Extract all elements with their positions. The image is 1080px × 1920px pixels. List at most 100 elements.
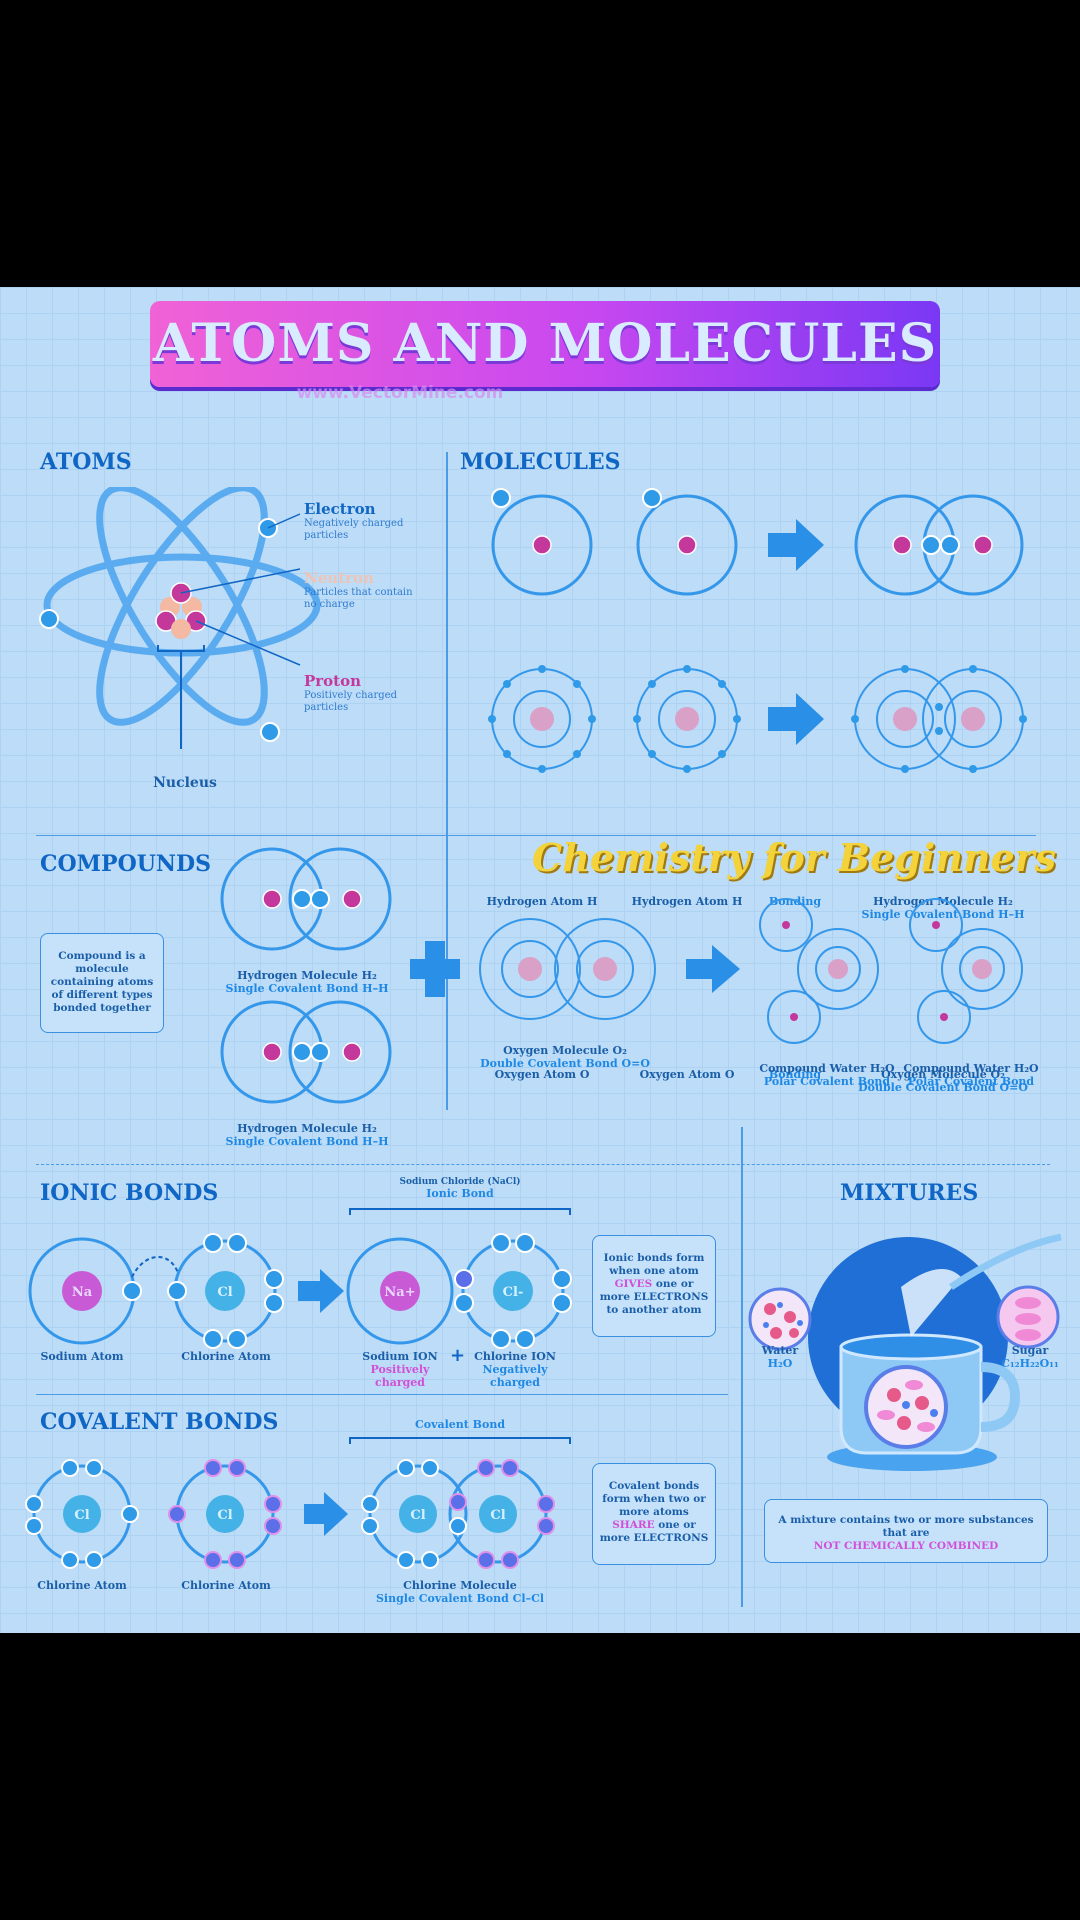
water-1-label: Compound Water H₂O Polar Covalent Bond xyxy=(752,1062,902,1088)
cl-symbol-1: Cl xyxy=(74,1508,89,1523)
water-label: Water H₂O xyxy=(750,1344,810,1370)
compound-definition-box: Compound is a molecule containing atoms … xyxy=(40,933,164,1033)
sodium-ion-symbol: Na+ xyxy=(384,1285,415,1300)
divider-atoms-molecules xyxy=(446,452,448,1110)
h-atom-2-label: Hydrogen Atom H xyxy=(631,895,743,908)
mixture-note-box: A mixture contains two or more substance… xyxy=(764,1499,1048,1563)
nucleus-label: Nucleus xyxy=(153,775,217,791)
mixture-note-pre: A mixture contains two or more substance… xyxy=(778,1514,1034,1539)
divider-ionic-covalent xyxy=(36,1394,728,1395)
chlorine-atom-label: Chlorine Atom xyxy=(181,1350,271,1363)
divider-top-section xyxy=(36,835,1036,836)
sodium-ion-name: Sodium ION xyxy=(362,1350,438,1363)
mixture-note-key: NOT CHEMICALLY COMBINED xyxy=(813,1540,999,1552)
compounds-diagram xyxy=(220,847,1023,1104)
compounds-heading: COMPOUNDS xyxy=(40,851,211,877)
neutron-name: Neutron xyxy=(304,569,374,587)
o-atom-1-label: Oxygen Atom O xyxy=(494,1068,590,1081)
h2-top-name: Hydrogen Molecule H₂ xyxy=(237,969,377,982)
electron-name: Electron xyxy=(304,500,376,518)
h2-bottom-bond: Single Covalent Bond H–H xyxy=(225,1135,389,1148)
o2-compound-label: Oxygen Molecule O₂ Double Covalent Bond … xyxy=(480,1044,650,1070)
electron-label: Electron Negatively charged particles xyxy=(304,500,414,542)
ionic-note: Ionic bonds form when one atom GIVES one… xyxy=(593,1236,715,1317)
sodium-core-icon xyxy=(62,1271,102,1311)
sugar-name: Sugar xyxy=(1011,1344,1049,1357)
neutron-label: Neutron Particles that contain no charge xyxy=(304,569,414,611)
ionic-note-post: one or more ELECTRONS to another atom xyxy=(599,1278,709,1316)
page-title: ATOMS AND MOLECULES xyxy=(152,313,938,374)
chlorine-ion-name: Chlorine ION xyxy=(474,1350,556,1363)
arrow-right-icon xyxy=(686,945,740,993)
covalent-note-box: Covalent bonds form when two or more ato… xyxy=(592,1463,716,1565)
h2-molecule-bond: Single Covalent Bond H–H xyxy=(861,908,1025,921)
chlorine-ion-core-icon xyxy=(493,1271,533,1311)
h2-bottom-label: Hydrogen Molecule H₂ Single Covalent Bon… xyxy=(222,1122,392,1148)
o2-compound-name: Oxygen Molecule O₂ xyxy=(503,1044,627,1057)
o2-molecule-label: Oxygen Molecule O₂ Double Covalent Bond … xyxy=(858,1068,1028,1094)
cl2-molecule-label: Chlorine Molecule Single Covalent Bond C… xyxy=(370,1579,550,1605)
proton-label: Proton Positively charged particles xyxy=(304,672,414,714)
chlorine-ion-label: Chlorine ION Negatively charged xyxy=(460,1350,570,1389)
sugar-label: Sugar C₁₂H₂₂O₁₁ xyxy=(990,1344,1070,1370)
sodium-ion-core-icon xyxy=(380,1271,420,1311)
cl-symbol-4: Cl xyxy=(490,1508,505,1523)
water-2-name: Compound Water H₂O xyxy=(903,1062,1039,1075)
covalent-bond-diagram: Cl Cl Cl Cl xyxy=(25,1437,571,1569)
chlorine-symbol: Cl xyxy=(217,1285,232,1300)
sugar-formula: C₁₂H₂₂O₁₁ xyxy=(1001,1357,1059,1370)
h2-bottom-name: Hydrogen Molecule H₂ xyxy=(237,1122,377,1135)
nucleus-icon xyxy=(155,582,207,639)
covalent-note-post: one or more ELECTRONS xyxy=(599,1519,709,1544)
cl2-molecule-bond: Single Covalent Bond Cl–Cl xyxy=(375,1592,545,1605)
watermark: www.VectorMine.com xyxy=(296,383,504,403)
water-formula: H₂O xyxy=(767,1357,793,1370)
chemistry-tagline: Chemistry for Beginners xyxy=(532,835,1057,880)
h2-top-label: Hydrogen Molecule H₂ Single Covalent Bon… xyxy=(222,969,392,995)
title-banner xyxy=(150,301,940,387)
water-name: Water xyxy=(761,1344,799,1357)
water-1-name: Compound Water H₂O xyxy=(759,1062,895,1075)
arrow-right-icon xyxy=(304,1492,348,1536)
molecules-heading: MOLECULES xyxy=(460,449,621,475)
electron-icon xyxy=(260,722,280,742)
cl-atom-2-label: Chlorine Atom xyxy=(181,1579,271,1592)
h2-molecule-name: Hydrogen Molecule H₂ xyxy=(873,895,1013,908)
nacl-name: Sodium Chloride (NaCl) xyxy=(399,1177,521,1187)
mixtures-heading: MIXTURES xyxy=(840,1180,979,1206)
cl-atom-1-label: Chlorine Atom xyxy=(37,1579,127,1592)
mixture-note: A mixture contains two or more substance… xyxy=(765,1500,1047,1553)
divider-mixtures xyxy=(741,1127,743,1607)
nacl-title: Sodium Chloride (NaCl) Ionic Bond xyxy=(350,1177,570,1200)
covalent-note-key: SHARE xyxy=(612,1519,655,1531)
arrow-right-icon xyxy=(768,693,824,745)
ionic-bond-diagram: Na Cl Na+ Cl- xyxy=(28,1208,572,1349)
water-molecules-icon xyxy=(748,1287,812,1351)
ionic-heading: IONIC BONDS xyxy=(40,1180,219,1206)
ionic-note-key: GIVES xyxy=(614,1278,653,1290)
covalent-bond-title: Covalent Bond xyxy=(414,1418,506,1431)
arrow-right-icon xyxy=(768,519,824,571)
cl2-molecule-name: Chlorine Molecule xyxy=(403,1579,517,1592)
compound-definition: Compound is a molecule containing atoms … xyxy=(50,950,154,1014)
o-atom-2-label: Oxygen Atom O xyxy=(639,1068,735,1081)
chlorine-core-icon xyxy=(205,1271,245,1311)
electron-icon xyxy=(39,609,59,629)
h2-molecule-label: Hydrogen Molecule H₂ Single Covalent Bon… xyxy=(858,895,1028,921)
cl-symbol-2: Cl xyxy=(217,1508,232,1523)
mixture-illustration xyxy=(748,1233,1062,1471)
hydrogen-bonding-diagram xyxy=(491,488,1024,596)
h2-top-bond: Single Covalent Bond H–H xyxy=(225,982,389,995)
chlorine-ion-symbol: Cl- xyxy=(503,1285,524,1300)
proton-desc: Positively charged particles xyxy=(304,690,397,713)
water-2-bond: Polar Covalent Bond xyxy=(907,1075,1035,1088)
atoms-heading: ATOMS xyxy=(40,449,132,475)
atom-diagram xyxy=(39,487,321,749)
o2-molecule-bond: Double Covalent Bond O=O xyxy=(858,1081,1028,1094)
oxygen-bonding-diagram xyxy=(488,665,1027,773)
sodium-ion-desc: Positively charged xyxy=(370,1363,430,1389)
divider-dashed xyxy=(36,1164,1050,1165)
o-bonding-label: Bonding xyxy=(768,1068,822,1081)
ionic-note-box: Ionic bonds form when one atom GIVES one… xyxy=(592,1235,716,1337)
